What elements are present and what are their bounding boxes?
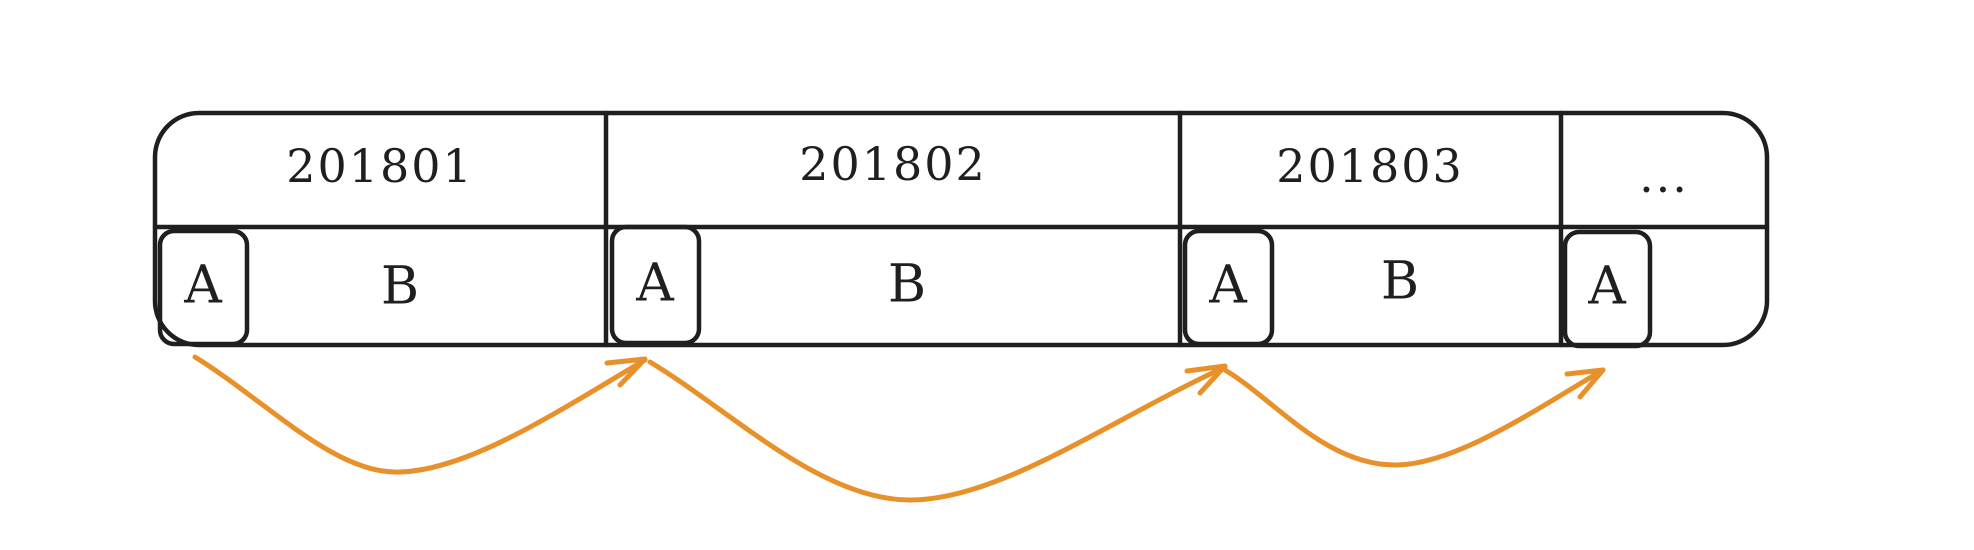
cell-a-box-2 [609,224,702,346]
cell-a-box-3 [1182,228,1275,347]
header-201803: 201803 [1276,139,1464,193]
cell-a-box-4 [1562,229,1653,349]
cell-a-label-3: A [1208,256,1248,316]
arrow-3-curve [1222,367,1606,468]
cell-a-label-2: A [635,254,675,314]
header-201802: 201802 [799,137,987,191]
cell-a-label-1: A [183,256,223,316]
cell-b-label-2: B [888,255,926,315]
arrow-1 [192,354,648,475]
cell-b-label-3: B [1381,252,1419,312]
arrow-3 [1222,367,1606,468]
cell-a-label-4: A [1587,257,1627,317]
cell-a-box-1 [157,228,250,347]
header-201801: 201801 [286,139,474,193]
arrow-3-head [1564,367,1606,400]
arrow-1-head [604,356,648,388]
arrow-1-curve [192,354,648,475]
arrow-2 [647,359,1228,503]
header-ellipsis: ... [1639,149,1689,203]
cell-b-label-1: B [381,257,419,317]
arrow-2-head [1184,363,1228,396]
arrow-2-curve [647,359,1228,503]
